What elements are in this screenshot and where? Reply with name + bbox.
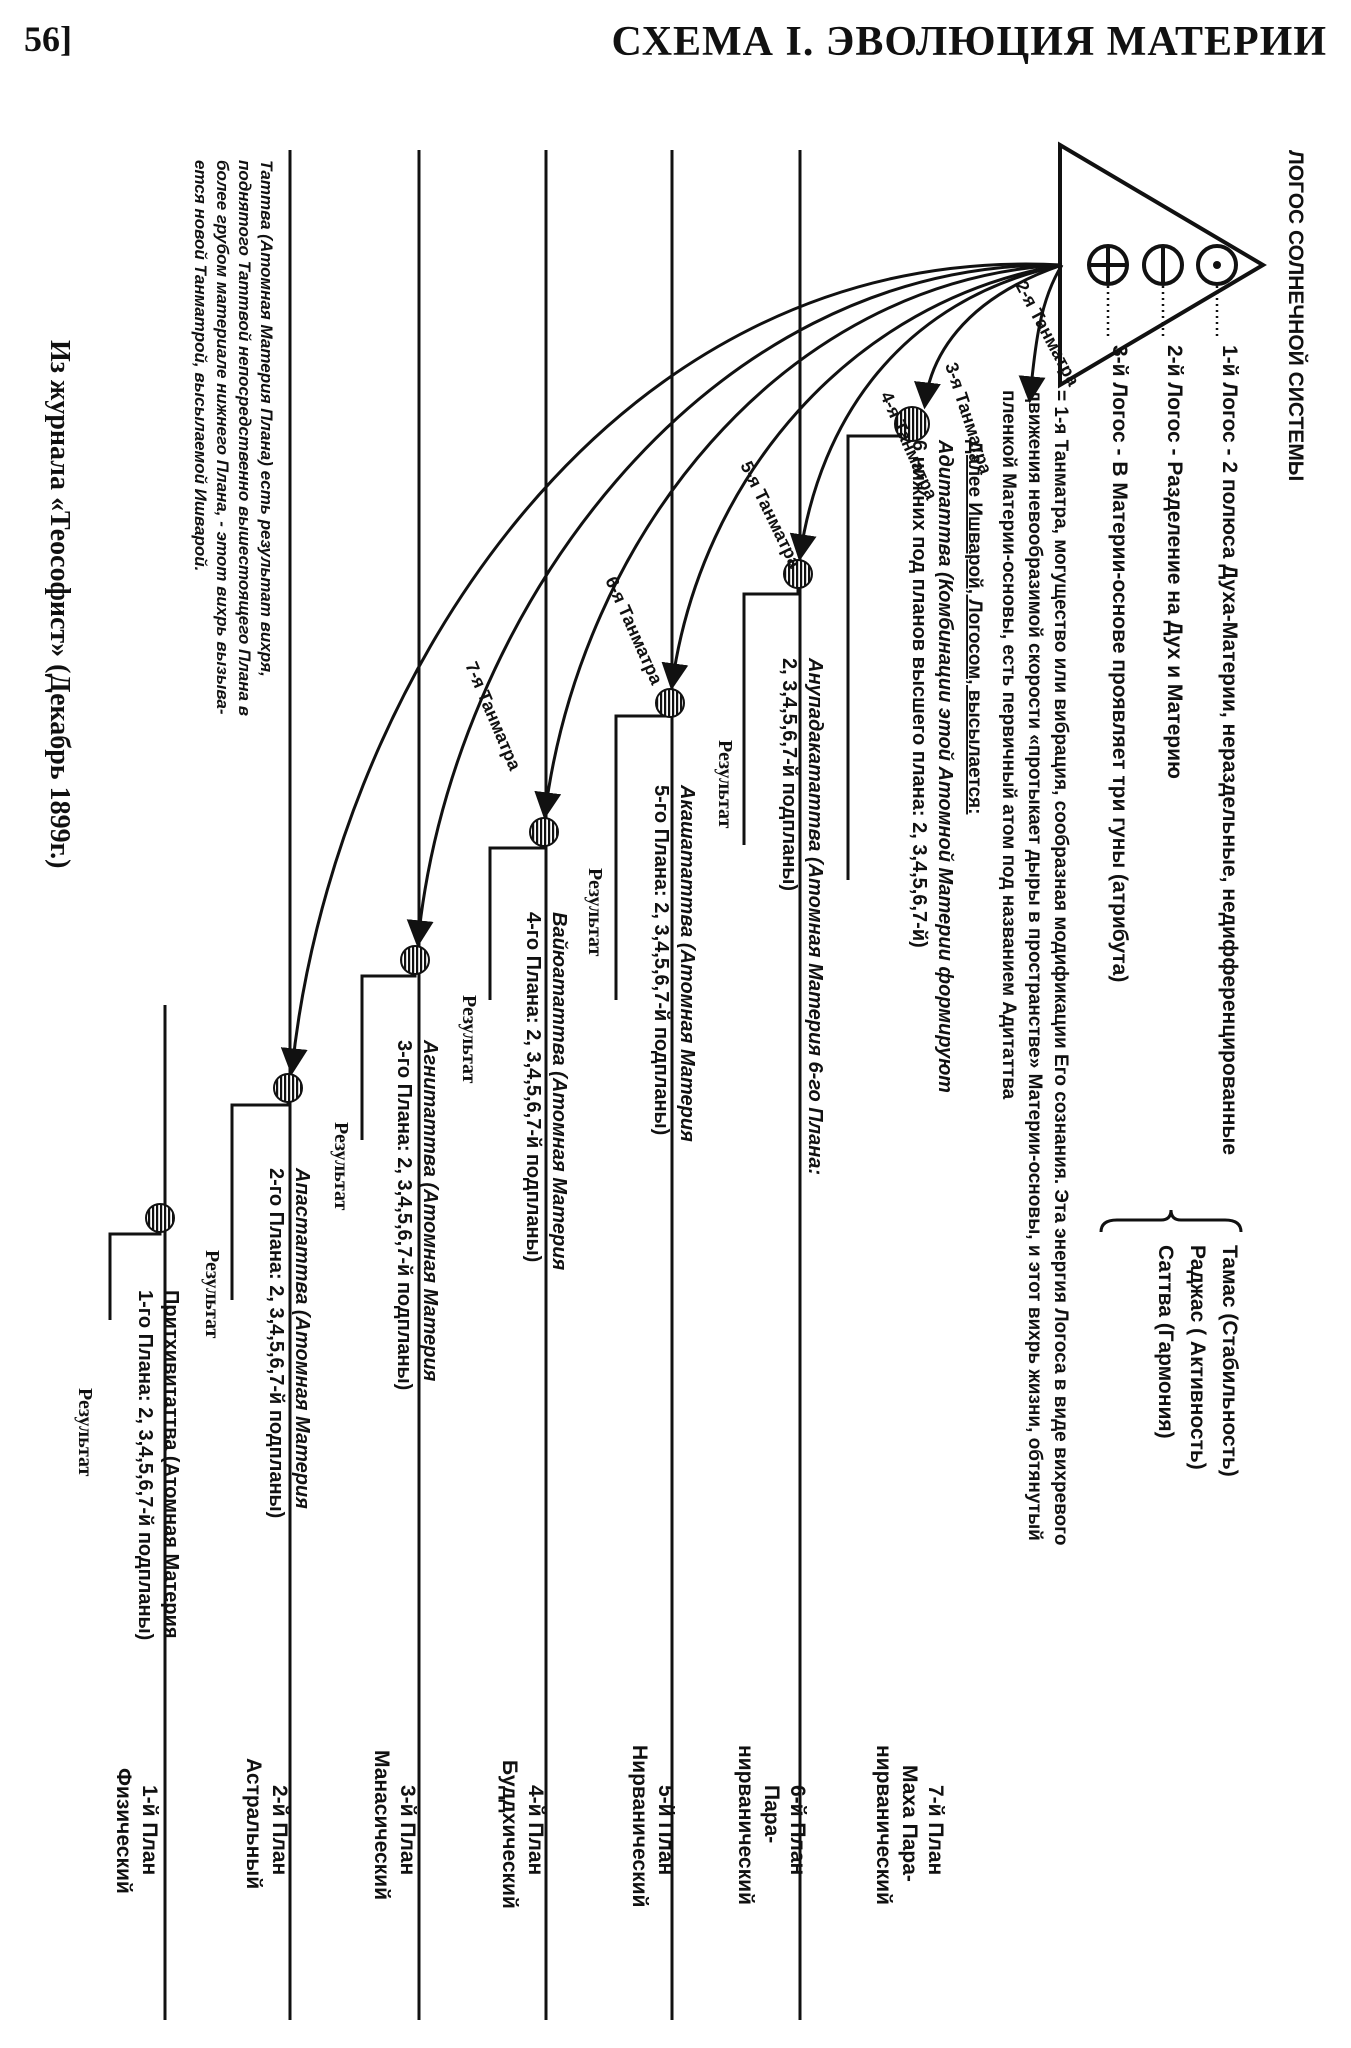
adi-line1: Адитаттва (Комбинации этой Атомной Матер… (934, 439, 956, 1093)
plane-lines (163, 150, 802, 2020)
arrow-tanmatra-6 (406, 263, 1063, 948)
tanmatra1-line3: пленкой Материи-основы, есть первичный а… (998, 390, 1019, 1100)
tattva-5-line2: 5-го Плана: 2, 3,4,5,6,7-й подпланы) (650, 785, 672, 1135)
source-text: Из журнала «Теософист» (Декабрь 1899г.) (44, 340, 75, 868)
atom-4-icon (529, 817, 559, 847)
arrow-tanmatra-7 (280, 262, 1063, 1076)
plane-7-sub2: нирванический (872, 1745, 895, 1905)
plane-6-sub2: нирванический (734, 1745, 757, 1905)
arrow-tanmatra-3 (789, 263, 1063, 562)
result-label-6: Результат (714, 740, 736, 829)
page-number: 56] (24, 19, 72, 59)
tanmatra-label-5: 5-я Танматра (736, 458, 805, 572)
note-line2: поднятого Таттвой непосредственно вышест… (235, 160, 254, 716)
logos-title: ЛОГОС СОЛНЕЧНОЙ СИСТЕМЫ (1284, 150, 1308, 481)
plane-6-name: 6-й План (786, 1785, 809, 1875)
emitted-label: Далее Ишварой, Логосом, высылается: (964, 440, 985, 814)
tattva-3-line2: 3-го Плана: 2, 3,4,5,6,7-й подпланы) (393, 1040, 415, 1390)
plane-4-sub1: Буддхический (498, 1760, 521, 1909)
arrow-tanmatra-1 (1018, 264, 1064, 404)
atom-3-icon (400, 945, 430, 975)
tattva-4-line2: 4-го Плана: 2, 3,4,5,6,7-й подпланы) (522, 912, 544, 1262)
tattva-6-line1: Анупадакататтва (Атомная Материя 6-го Пл… (804, 657, 826, 1175)
third-logos-text: 3-й Логос - В Материи-основе проявляет т… (1108, 345, 1131, 982)
atom-1-icon (145, 1203, 175, 1233)
plane-3-name: 3-й План (396, 1785, 419, 1875)
arrow-tanmatra-4 (661, 263, 1063, 691)
tanmatra-label-6: 6-я Танматра (601, 573, 667, 688)
arrow-tanmatra-2 (914, 263, 1063, 410)
first-logos-icon (1196, 244, 1238, 286)
result-label-5: Результат (584, 868, 606, 957)
tattva-1-line1: Притхивитаттва (Атомная Материя (160, 1290, 182, 1639)
arrow-tanmatra-5 (534, 263, 1063, 820)
plane-2-sub1: Астральный (242, 1758, 265, 1889)
atom-2-icon (273, 1073, 303, 1103)
plane-7-name: 7-й План (924, 1785, 947, 1875)
tattva-1-line2: 1-го Плана: 2, 3,4,5,6,7-й подпланы) (134, 1290, 156, 1640)
plane-3-sub1: Манасический (370, 1750, 393, 1900)
tattva-6-line2: 2, 3,4,5,6,7-й подпланы) (778, 658, 800, 891)
guna-tamas: Тамас (Стабильность) (1218, 1245, 1241, 1477)
tattva-4-line1: Вайюататтва (Атомная Материя (548, 912, 570, 1270)
tattva-2-line2: 2-го Плана: 2, 3,4,5,6,7-й подпланы) (265, 1168, 287, 1518)
result-label-4: Результат (458, 995, 480, 1084)
atom-nodes (145, 406, 930, 1233)
atom-5-icon (655, 688, 685, 718)
connector-adi (846, 424, 914, 880)
second-logos-text: 2-й Логос - Разделение на Дух и Материю (1163, 345, 1186, 779)
result-label-2: Результат (201, 1250, 223, 1339)
note-line4: ется новой Танматрой, высылаемой Ишварой… (191, 160, 210, 571)
note-line3: более грубом материале нижнего Плана, - … (213, 160, 232, 715)
result-label-3: Результат (330, 1122, 352, 1211)
third-logos-icon (1087, 244, 1129, 286)
tattva-2-line1: Апастаттва (Атомная Материя (291, 1167, 313, 1509)
plane-2-name: 2-й План (268, 1785, 291, 1875)
tanmatra1-line2: движения невообразимой скорости «протыка… (1024, 390, 1045, 1541)
tanmatra-label-7: 7-я Танматра (461, 659, 525, 774)
result-label-1: Результат (74, 1388, 96, 1477)
page-title: СХЕМА I. ЭВОЛЮЦИЯ МАТЕРИИ (611, 19, 1327, 65)
plane-1-name: 1-й План (138, 1785, 161, 1875)
adi-line2: 6 нижних под планов высшего плана: 2, 3,… (908, 440, 930, 948)
plane-4-name: 4-й План (524, 1785, 547, 1875)
plane-6-sub1: Пара- (760, 1785, 783, 1843)
atom-adi-icon (894, 406, 930, 442)
tattva-3-line1: Агнитаттва (Атомная Материя (419, 1039, 441, 1382)
tanmatra1-line1: = 1-я Танматра, могущество или вибрация,… (1050, 390, 1071, 1545)
plane-7-sub1: Маха Пара- (898, 1765, 921, 1882)
plane-5-sub1: Нирванический (628, 1745, 651, 1907)
note-line1: Таттва (Атомная Материя Плана) есть резу… (257, 160, 276, 677)
second-logos-icon (1142, 244, 1184, 286)
plane-1-sub1: Физический (112, 1768, 135, 1894)
guna-rajas: Раджас ( Активность) (1186, 1245, 1209, 1470)
guna-sattva: Саттва (Гармония) (1154, 1245, 1177, 1439)
tattva-5-line1: Акашататтва (Атомная Материя (676, 784, 698, 1142)
first-logos-text: 1-й Логос - 2 полюса Духа-Материи, нераз… (1218, 345, 1241, 1155)
plane-5-name: 5-й План (654, 1785, 677, 1875)
